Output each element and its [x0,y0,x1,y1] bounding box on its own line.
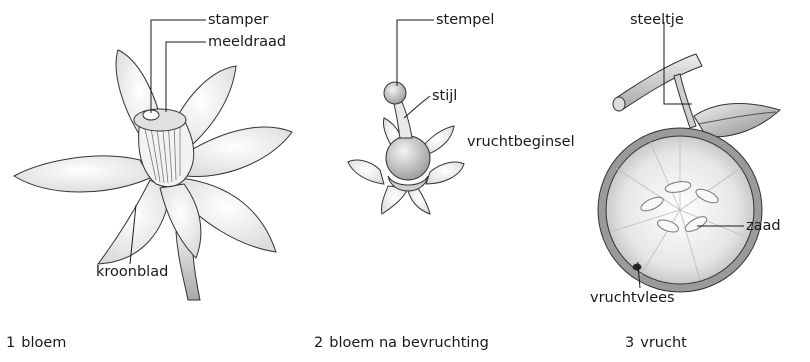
label-vruchtvlees: vruchtvlees [590,290,675,306]
caption-number: 3 [625,335,634,351]
caption-text: vrucht [640,335,687,351]
label-kroonblad: kroonblad [96,264,168,280]
fertilized-flower-illustration [348,20,464,214]
label-vruchtbeginsel: vruchtbeginsel [467,134,575,150]
label-zaad: zaad [746,218,781,234]
flower-illustration [14,20,292,300]
caption-text: bloem [21,335,66,351]
caption-number: 1 [6,335,15,351]
label-stempel: stempel [436,12,494,28]
label-meeldraad: meeldraad [208,34,286,50]
label-stamper: stamper [208,12,268,28]
caption-panel-2: 2 bloem na bevruchting [314,335,489,351]
label-stijl: stijl [432,88,457,104]
caption-panel-1: 1 bloem [6,335,66,351]
caption-text: bloem na bevruchting [329,335,489,351]
caption-panel-3: 3 vrucht [625,335,687,351]
caption-number: 2 [314,335,323,351]
label-steeltje: steeltje [630,12,684,28]
fruit-illustration [598,22,780,292]
